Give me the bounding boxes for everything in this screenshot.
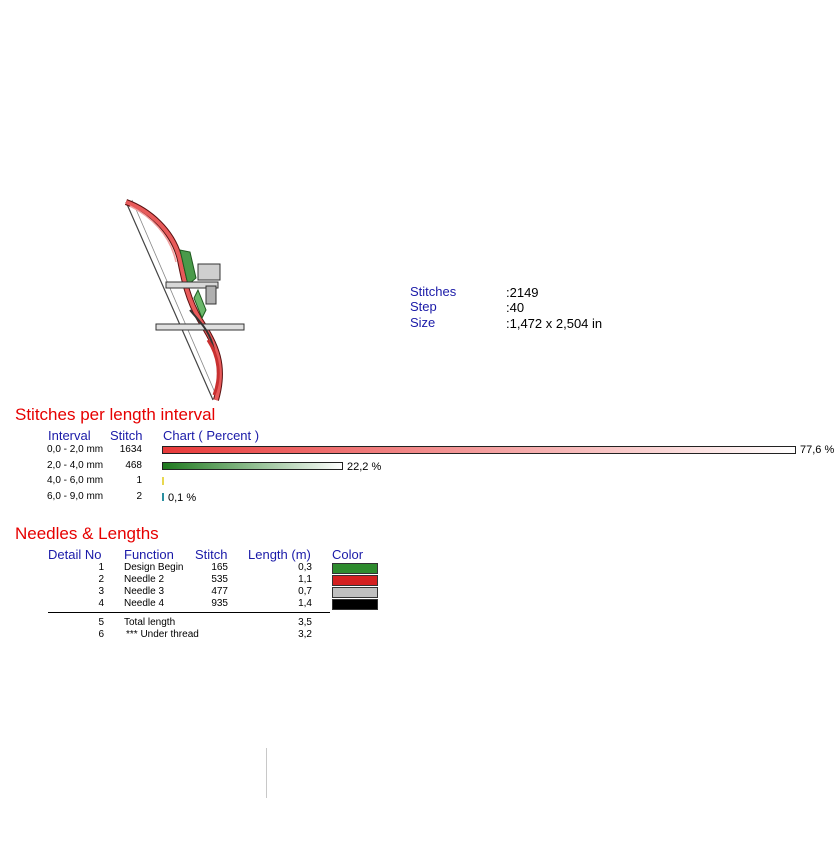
interval-stitch-count: 2 (136, 490, 142, 502)
needle-function: Design Begin (124, 562, 184, 573)
interval-stitch-count: 468 (125, 459, 142, 471)
needle-function: Needle 4 (124, 598, 165, 609)
needle-detail-no: 4 (98, 598, 104, 609)
needle-length: 1,4 (298, 598, 312, 609)
function-column-header: Function (124, 547, 174, 562)
detail-no-column-header: Detail No (48, 547, 102, 562)
stitches-label: Stitches (410, 284, 457, 299)
interval-range: 2,0 - 4,0 mm (47, 459, 104, 471)
interval-percent-label: 0,1 % (168, 491, 197, 504)
interval-bar (162, 446, 796, 454)
interval-stitch-count: 1634 (119, 444, 142, 455)
needle-color-swatch (332, 575, 378, 586)
needles-section-title: Needles & Lengths (15, 524, 159, 543)
needle-length: 1,1 (298, 574, 312, 585)
total-function: *** Under thread (126, 629, 199, 640)
length-column-header: Length (m) (248, 547, 311, 562)
total-length: 3,2 (298, 629, 312, 640)
size-value: :1,472 x 2,504 in (506, 316, 603, 331)
intervals-section-title: Stitches per length interval (15, 405, 216, 424)
divider-line (266, 748, 267, 798)
total-detail-no: 5 (98, 617, 104, 628)
interval-bar (162, 461, 343, 470)
needle-length: 0,7 (298, 586, 312, 597)
totals-divider (48, 612, 330, 613)
interval-range: 4,0 - 6,0 mm (47, 475, 104, 486)
interval-percent-label: 22,2 % (347, 460, 382, 473)
size-label: Size (410, 315, 436, 330)
interval-range: 0,0 - 2,0 mm (47, 444, 104, 455)
total-detail-no: 6 (98, 629, 104, 640)
needle-function: Needle 3 (124, 586, 165, 597)
interval-bar (162, 492, 164, 501)
needle-length: 0,3 (298, 562, 312, 573)
needle-detail-no: 3 (98, 586, 104, 597)
needle-function: Needle 2 (124, 574, 165, 585)
needle-color-swatch (332, 563, 378, 574)
step-value: :40 (506, 300, 525, 315)
total-function: Total length (124, 617, 176, 628)
needle-stitch-column-header: Stitch (195, 547, 228, 562)
step-label: Step (410, 299, 437, 314)
needle-stitch: 477 (211, 586, 228, 597)
total-length: 3,5 (298, 617, 312, 628)
interval-percent-label: 77,6 % (800, 444, 835, 456)
needle-detail-no: 1 (98, 562, 104, 573)
needle-detail-no: 2 (98, 574, 104, 585)
needle-color-swatch (332, 599, 378, 610)
stitch-column-header: Stitch (110, 428, 143, 443)
needle-stitch: 935 (211, 598, 228, 609)
interval-bar (162, 477, 164, 485)
interval-stitch-count: 1 (136, 475, 142, 486)
color-column-header: Color (332, 547, 364, 562)
stitches-value: :2149 (506, 285, 539, 300)
needle-stitch: 535 (211, 574, 228, 585)
needle-color-swatch (332, 587, 378, 598)
interval-range: 6,0 - 9,0 mm (47, 490, 104, 502)
design-preview-image (124, 199, 245, 401)
chart-column-header: Chart ( Percent ) (163, 428, 260, 443)
needle-stitch: 165 (211, 562, 228, 573)
interval-column-header: Interval (48, 428, 91, 443)
